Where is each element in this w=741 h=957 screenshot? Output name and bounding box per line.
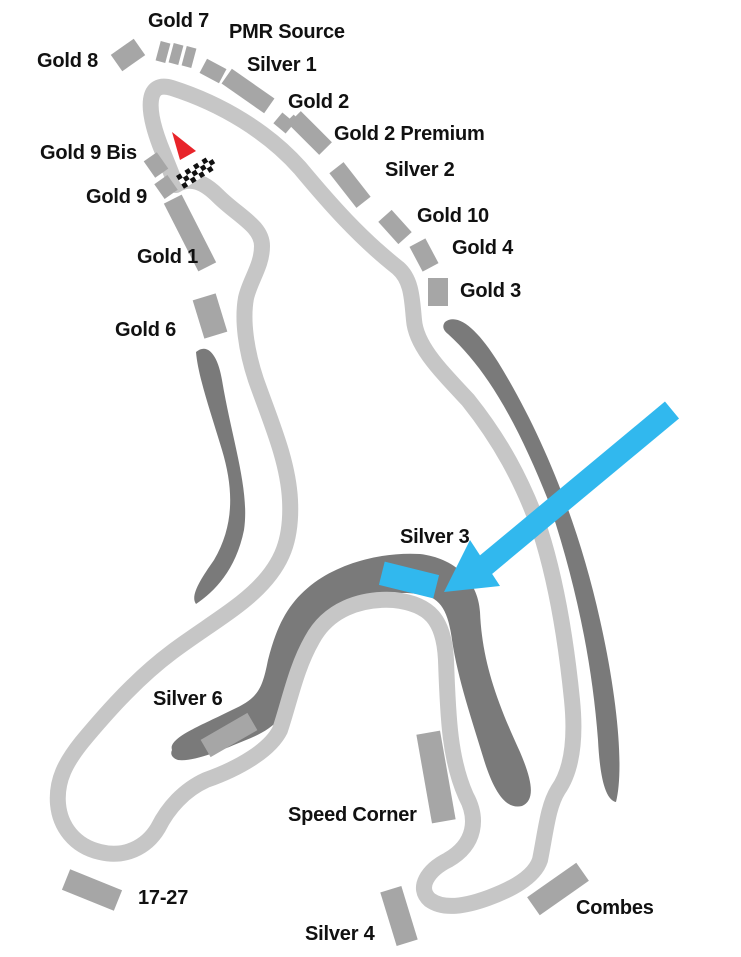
stand-gold-9-bis xyxy=(143,152,169,178)
stand-gold-9 xyxy=(154,175,178,199)
race-track xyxy=(49,78,582,914)
label-gold-9: Gold 9 xyxy=(86,186,147,208)
stand-silver-1 xyxy=(221,68,275,114)
label-17-27: 17-27 xyxy=(138,887,188,909)
label-gold-9-bis: Gold 9 Bis xyxy=(40,142,137,164)
stand-gold-4 xyxy=(409,238,439,272)
stand-gold-3 xyxy=(428,278,448,306)
stand-pmr-source xyxy=(199,58,227,84)
label-gold-6: Gold 6 xyxy=(115,319,176,341)
stand-gold-2 xyxy=(273,112,295,134)
stand-silver-2 xyxy=(329,162,371,208)
stand-gold-7b xyxy=(168,43,184,65)
stand-gold-8 xyxy=(110,38,146,72)
stand-combes xyxy=(527,862,589,916)
stand-silver-3-highlight xyxy=(378,561,440,599)
label-silver-3: Silver 3 xyxy=(400,526,470,548)
stand-silver-6 xyxy=(200,712,258,758)
stand-blocks xyxy=(61,38,589,946)
red-triangle-arrow-icon xyxy=(172,132,196,160)
label-silver-2: Silver 2 xyxy=(385,159,455,181)
blue-arrow-icon xyxy=(444,401,680,592)
label-speed-corner: Speed Corner xyxy=(288,804,417,826)
zone-right-bank xyxy=(443,319,620,802)
stand-speed-corner xyxy=(416,730,456,824)
stand-17-27 xyxy=(61,869,123,911)
checkered-flag-icon xyxy=(176,154,218,189)
zone-gold-6 xyxy=(194,348,246,604)
stand-gold-10 xyxy=(378,209,412,245)
label-gold-3: Gold 3 xyxy=(460,280,521,302)
stand-gold-6 xyxy=(192,293,228,339)
label-gold-7: Gold 7 xyxy=(148,10,209,32)
label-gold-2-premium: Gold 2 Premium xyxy=(334,123,485,145)
stand-gold-7a xyxy=(155,41,171,63)
label-gold-10: Gold 10 xyxy=(417,205,489,227)
stand-gold-7c xyxy=(181,46,197,68)
label-silver-6: Silver 6 xyxy=(153,688,223,710)
label-silver-4: Silver 4 xyxy=(305,923,376,945)
label-gold-2: Gold 2 xyxy=(288,91,349,113)
stand-gold-1 xyxy=(163,194,217,272)
label-gold-4: Gold 4 xyxy=(452,237,514,259)
stand-labels: Gold 7 PMR Source Gold 8 Silver 1 Gold 2… xyxy=(37,10,654,945)
label-combes: Combes xyxy=(576,897,654,919)
label-pmr-source: PMR Source xyxy=(229,21,345,43)
stand-silver-4 xyxy=(380,886,418,946)
label-gold-1: Gold 1 xyxy=(137,246,198,268)
label-gold-8: Gold 8 xyxy=(37,50,98,72)
label-silver-1: Silver 1 xyxy=(247,54,317,76)
stand-gold-2-premium-b xyxy=(288,111,332,155)
